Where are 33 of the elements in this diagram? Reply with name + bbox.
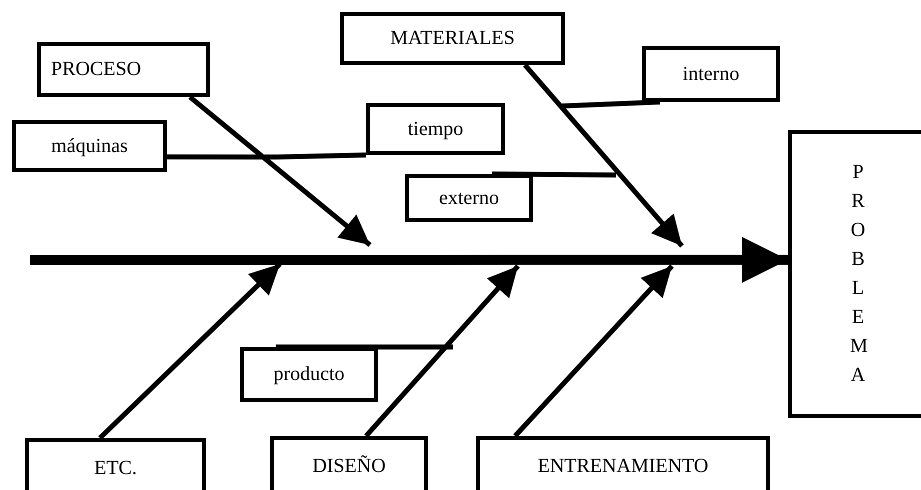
cause-label: DISEÑO [312, 454, 386, 478]
sub-cause-box [366, 103, 505, 155]
cause-label: producto [273, 363, 345, 386]
sub-cause-box [642, 46, 780, 102]
problem-box [788, 130, 921, 418]
cause-label: interno [682, 62, 740, 86]
arrow [188, 95, 372, 247]
line [492, 172, 616, 178]
cause-box [340, 12, 565, 65]
sub-cause-box [240, 347, 378, 402]
sub-cause-box [12, 120, 167, 172]
cause-label: PROCESO [51, 58, 142, 81]
line [562, 100, 660, 108]
cause-box [25, 438, 206, 490]
cause-label: ETC. [94, 456, 137, 480]
cause-label: tiempo [408, 118, 464, 140]
arrow [513, 264, 674, 438]
cause-label: máquinas [51, 134, 128, 158]
cause-box [476, 436, 770, 490]
cause-box [37, 42, 210, 97]
problem-label: PROBLEMA [850, 160, 866, 388]
line [276, 344, 453, 350]
cause-box [270, 436, 428, 490]
spine-arrow [30, 236, 788, 283]
arrow [98, 262, 282, 440]
cause-label: MATERIALES [390, 27, 515, 50]
cause-label: externo [439, 186, 499, 210]
sub-cause-box [405, 174, 533, 222]
arrow [364, 264, 520, 438]
line [276, 152, 366, 160]
arrow [523, 63, 684, 248]
line [167, 154, 277, 160]
cause-label: ENTRENAMIENTO [538, 454, 708, 478]
